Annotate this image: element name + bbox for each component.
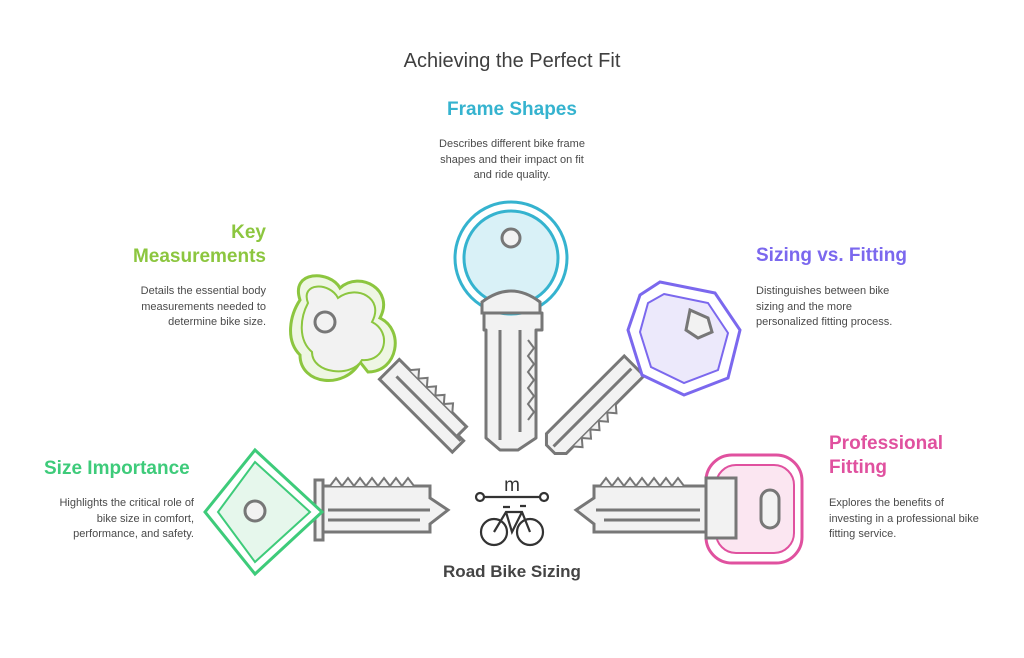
frame-shapes-key xyxy=(453,200,569,452)
professional-fitting-heading-line: Fitting xyxy=(829,457,888,478)
professional-fitting-description-line: investing in a professional bike xyxy=(829,512,979,525)
professional-fitting-key-hole xyxy=(759,488,781,530)
frame-shapes-description-line: shapes and their impact on fit xyxy=(440,153,584,166)
frame-shapes-key-hole xyxy=(500,227,522,249)
sizing-vs-fitting-description-line: sizing and the more xyxy=(756,300,852,313)
frame-shapes-description: Describes different bike frame shapes an… xyxy=(412,137,612,184)
professional-fitting-key xyxy=(573,453,804,565)
size-importance-description-line: Highlights the critical role of xyxy=(59,497,194,509)
sizing-vs-fitting-description: Distinguishes between bike sizing and th… xyxy=(756,284,956,331)
professional-fitting-description-line: Explores the benefits of xyxy=(829,497,944,509)
size-importance-key-hole xyxy=(243,499,267,523)
center-label: Road Bike Sizing xyxy=(443,562,581,581)
sizing-vs-fitting-key-hole xyxy=(684,307,714,340)
key-measurements-heading-line: Key xyxy=(231,222,266,243)
page-title: Achieving the Perfect Fit xyxy=(403,50,621,72)
size-importance-heading: Size Importance xyxy=(44,458,190,479)
professional-fitting-description: Explores the benefits of investing in a … xyxy=(829,496,1019,543)
professional-fitting-heading: Professional Fitting xyxy=(829,432,1009,480)
key-measurements-description-line: determine bike size. xyxy=(168,316,266,328)
sizing-vs-fitting-key xyxy=(544,280,742,456)
sizing-vs-fitting-description-line: personalized fitting process. xyxy=(756,316,893,328)
key-measurements-key xyxy=(289,274,469,455)
size-importance-description: Highlights the critical role of bike siz… xyxy=(44,496,194,543)
size-importance-key xyxy=(203,447,451,577)
bike-sizing-icon xyxy=(474,491,550,547)
sizing-vs-fitting-description-line: Distinguishes between bike xyxy=(756,285,890,297)
size-importance-description-line: bike size in comfort, xyxy=(96,512,194,525)
frame-shapes-heading: Frame Shapes xyxy=(447,99,577,120)
key-measurements-description-line: measurements needed to xyxy=(141,300,266,313)
bike-sizing-icon-letter: m xyxy=(504,475,520,496)
size-importance-description-line: performance, and safety. xyxy=(73,528,194,540)
key-measurements-heading-line: Measurements xyxy=(132,246,266,267)
sizing-vs-fitting-heading: Sizing vs. Fitting xyxy=(756,245,907,266)
key-measurements-description-line: Details the essential body xyxy=(140,285,266,297)
professional-fitting-heading-line: Professional xyxy=(829,433,944,454)
key-measurements-key-hole xyxy=(313,310,337,334)
professional-fitting-description-line: fitting service. xyxy=(829,528,897,540)
key-measurements-heading: Key Measurements xyxy=(96,221,266,269)
frame-shapes-description-line: Describes different bike frame xyxy=(439,138,585,150)
frame-shapes-description-line: and ride quality. xyxy=(473,169,551,181)
key-measurements-description: Details the essential body measurements … xyxy=(96,284,266,331)
